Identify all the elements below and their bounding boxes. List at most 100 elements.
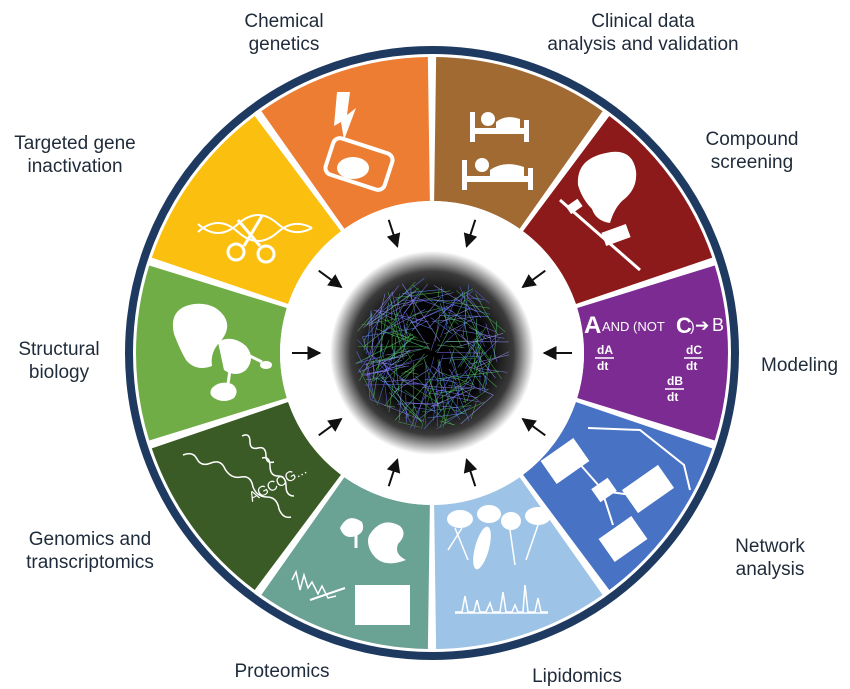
- network-edge: [450, 375, 482, 379]
- network-edge: [450, 405, 461, 420]
- frac-da-num: dA: [597, 343, 613, 357]
- frac-da-den: dt: [597, 359, 608, 373]
- network-edge: [411, 296, 442, 332]
- network-edge: [412, 305, 449, 324]
- network-edge: [377, 347, 396, 403]
- frac-db-num: dB: [667, 374, 683, 388]
- frac-db-den: dt: [667, 390, 678, 404]
- segment-modeling: [577, 265, 728, 441]
- network-edge: [398, 378, 403, 421]
- network-edge: [399, 316, 433, 330]
- logic-and-not: AND (NOT: [602, 319, 665, 334]
- network-edge: [403, 325, 407, 334]
- label-genomics-line1: Genomics and: [28, 529, 152, 550]
- network-edge: [441, 356, 478, 359]
- network-edge: [389, 335, 415, 360]
- network-edge: [439, 377, 455, 428]
- network-edge: [363, 304, 392, 341]
- network-edge: [437, 344, 465, 349]
- network-edge: [463, 382, 494, 396]
- network-edge: [412, 301, 418, 326]
- network-edge: [460, 326, 487, 367]
- logic-arrow: ➔: [695, 316, 709, 335]
- network-edge: [459, 286, 485, 347]
- network-edge: [401, 363, 423, 375]
- network-edge: [448, 368, 457, 381]
- network-edge: [376, 332, 389, 376]
- network-edge: [451, 288, 474, 302]
- arrow-lipidomics: [463, 458, 478, 487]
- logic-a: A: [584, 312, 601, 339]
- network-edge: [380, 309, 426, 334]
- network-edge: [469, 354, 510, 365]
- network-edge: [363, 338, 366, 351]
- microscope-icon: [323, 92, 395, 192]
- label-lipidomics-line1: Lipidomics: [532, 666, 622, 687]
- network-edge: [366, 363, 371, 401]
- network-edge: [427, 412, 465, 419]
- network-edge: [403, 283, 428, 314]
- label-network-analysis: Network analysis: [735, 535, 805, 581]
- network-edge: [392, 332, 430, 345]
- network-edge: [359, 350, 411, 373]
- label-targeted-gene-line1: Targeted gene: [14, 133, 136, 154]
- network-edge: [369, 285, 399, 326]
- network-edge: [442, 397, 455, 429]
- network-edge: [421, 385, 432, 429]
- network-edge: [381, 362, 406, 367]
- network-edge: [388, 368, 396, 413]
- network-edge: [457, 341, 476, 368]
- network-edge: [367, 277, 425, 323]
- network-edge: [401, 288, 445, 294]
- outer-ring: [125, 46, 739, 660]
- network-edge: [450, 344, 497, 388]
- network-edge: [455, 385, 460, 415]
- arrow-compound-screening: [521, 269, 546, 288]
- network-edge: [394, 368, 441, 421]
- logic-c: C: [676, 313, 692, 338]
- network-edge: [460, 333, 496, 379]
- network-edge: [470, 402, 477, 420]
- network-edge: [367, 373, 373, 400]
- segment-clinical: [434, 57, 603, 229]
- label-chemical-genetics-line2: genetics: [248, 34, 320, 55]
- label-compound-screening-line1: Compound: [705, 129, 799, 150]
- network-edge: [472, 339, 488, 385]
- network-edge: [356, 351, 363, 363]
- label-clinical-line2: analysis and validation: [547, 34, 739, 55]
- network-edge: [448, 385, 489, 390]
- label-compound-screening-line2: screening: [710, 152, 794, 173]
- network-edge: [456, 333, 504, 348]
- label-targeted-gene-line2: inactivation: [27, 156, 123, 177]
- label-targeted-gene: Targeted gene inactivation: [14, 132, 136, 178]
- network-edge: [357, 313, 373, 332]
- network-edge: [400, 291, 420, 318]
- network-core: [330, 251, 534, 455]
- segment-chemical-genetics: [261, 57, 430, 229]
- network-edge: [410, 304, 455, 324]
- network-edge: [390, 359, 403, 365]
- arrow-targeted-gene: [318, 269, 343, 288]
- network-edge: [441, 401, 485, 423]
- network-edge: [423, 358, 439, 409]
- segment-compound-screening: [523, 115, 713, 305]
- lipid-spectrum-icon: [447, 505, 551, 614]
- label-chemical-genetics-line1: Chemical: [244, 11, 324, 32]
- network-edge: [377, 315, 418, 339]
- segment-targeted-gene: [151, 115, 341, 305]
- label-modeling-line1: Modeling: [761, 355, 839, 376]
- arrow-chemical-genetics: [386, 219, 401, 248]
- network-edge: [412, 361, 415, 426]
- label-network-analysis-line1: Network: [735, 536, 805, 557]
- network-edge: [440, 286, 448, 329]
- network-edge: [434, 389, 464, 394]
- segment-genomics: [151, 401, 341, 591]
- network-edge: [422, 405, 472, 413]
- network-edge: [466, 294, 482, 318]
- network-edge: [393, 369, 430, 393]
- arrow-network-analysis: [521, 418, 546, 437]
- network-edge: [385, 348, 421, 356]
- network-edge: [483, 363, 490, 392]
- network-edge: [437, 371, 499, 380]
- network-edge: [475, 293, 499, 336]
